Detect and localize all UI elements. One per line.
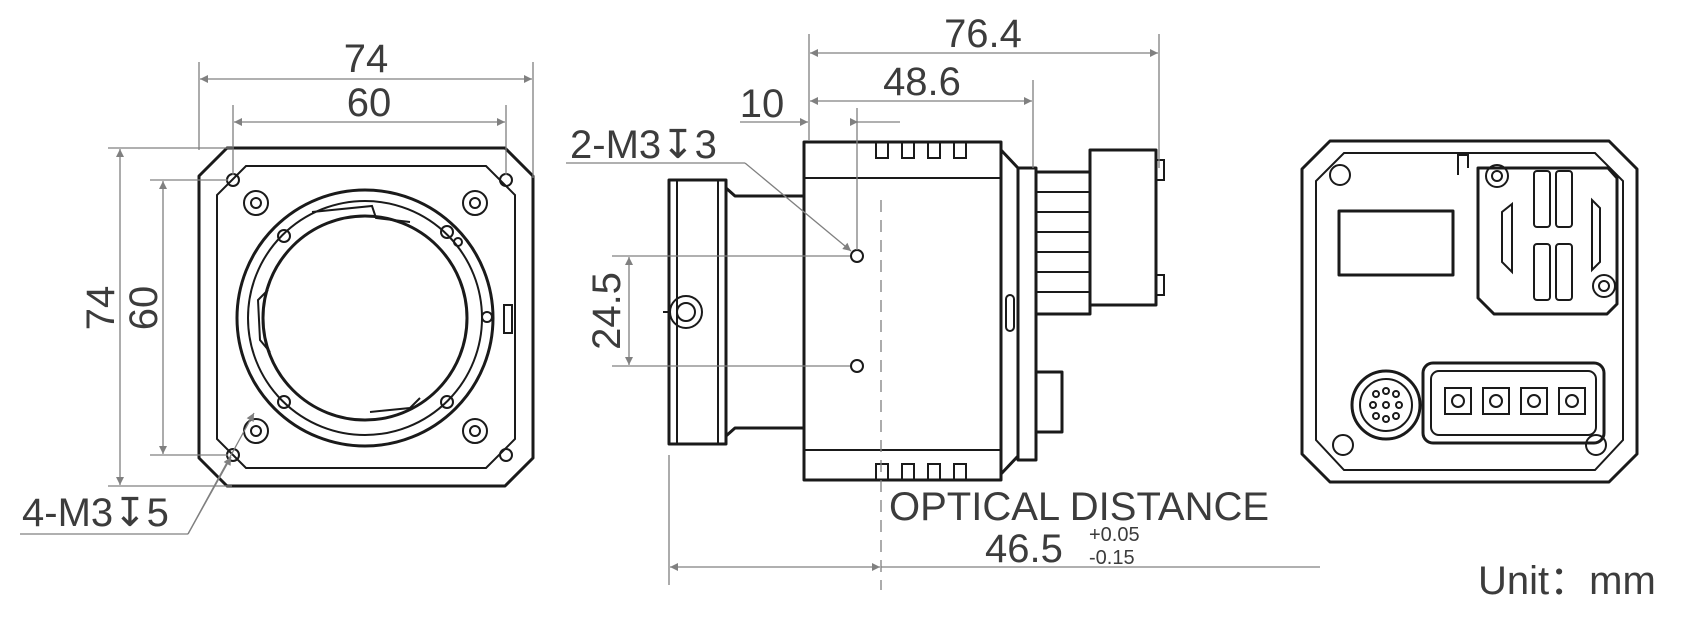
optical-distance-label: OPTICAL DISTANCE [889, 485, 1269, 529]
side-length-total: 76.4 [944, 12, 1022, 56]
optical-tolerance-upper: +0.05 [1089, 524, 1140, 546]
side-view [566, 34, 1320, 590]
front-width-outer: 74 [344, 37, 389, 81]
front-hole-callout: 4-M3↧5 [22, 491, 169, 535]
heat-fins [875, 142, 967, 480]
front-height-outer: 74 [79, 286, 123, 331]
rear-leds [1444, 387, 1586, 415]
optical-tolerance-lower: -0.15 [1089, 547, 1135, 569]
mount-holes [226, 173, 513, 462]
unit-label: Unit：mm [1478, 559, 1656, 603]
side-length-body: 48.6 [883, 60, 961, 104]
connector-pins [1369, 387, 1403, 423]
screw-heads [243, 190, 488, 444]
rear-vent-slots [1501, 170, 1601, 301]
side-hole-callout: 2-M3↧3 [570, 123, 717, 167]
front-width-hole-spacing: 60 [347, 81, 392, 125]
front-height-hole-spacing: 60 [122, 286, 166, 331]
side-hole-offset: 10 [740, 82, 785, 126]
optical-distance-value: 46.5 [985, 527, 1063, 571]
front-view [20, 62, 535, 535]
rear-view [1300, 139, 1639, 484]
side-hole-spacing: 24.5 [585, 272, 629, 350]
